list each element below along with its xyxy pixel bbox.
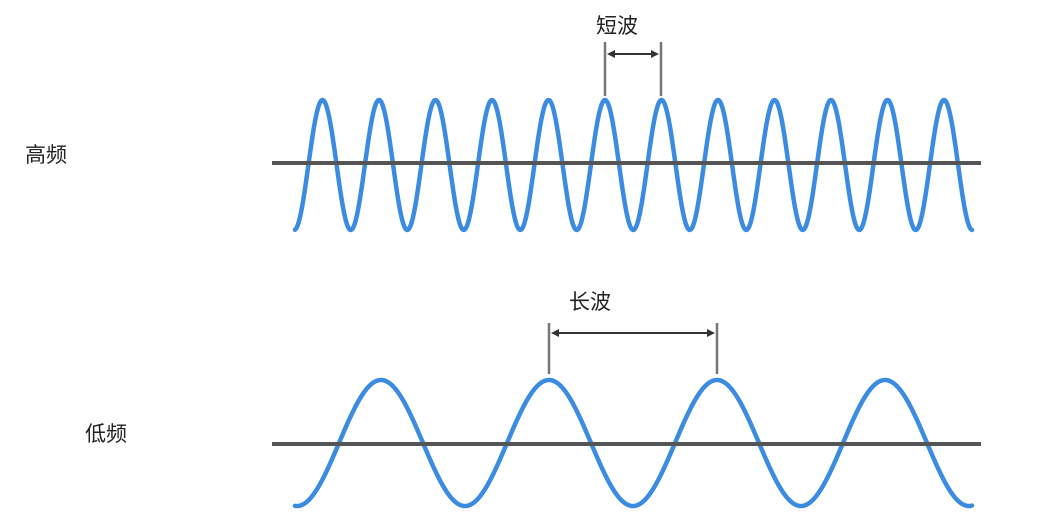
long-wavelength-arrowhead-left <box>551 329 559 337</box>
long-wavelength-label: 长波 <box>569 290 611 314</box>
low-frequency-wave <box>292 377 975 509</box>
high-frequency-wave <box>292 97 975 233</box>
short-wavelength-marker: 短波 <box>596 14 663 96</box>
short-wavelength-arrowhead-left <box>607 50 615 58</box>
high-frequency-label: 高频 <box>25 143 67 167</box>
long-wavelength-marker: 长波 <box>547 290 719 374</box>
short-wavelength-label: 短波 <box>596 14 638 38</box>
long-wavelength-arrowhead-right <box>707 329 715 337</box>
short-wavelength-arrowhead-right <box>651 50 659 58</box>
low-frequency-label: 低频 <box>85 422 127 446</box>
high-frequency-panel: 高频 短波 <box>25 14 981 233</box>
low-frequency-panel: 低频 长波 <box>85 290 981 509</box>
